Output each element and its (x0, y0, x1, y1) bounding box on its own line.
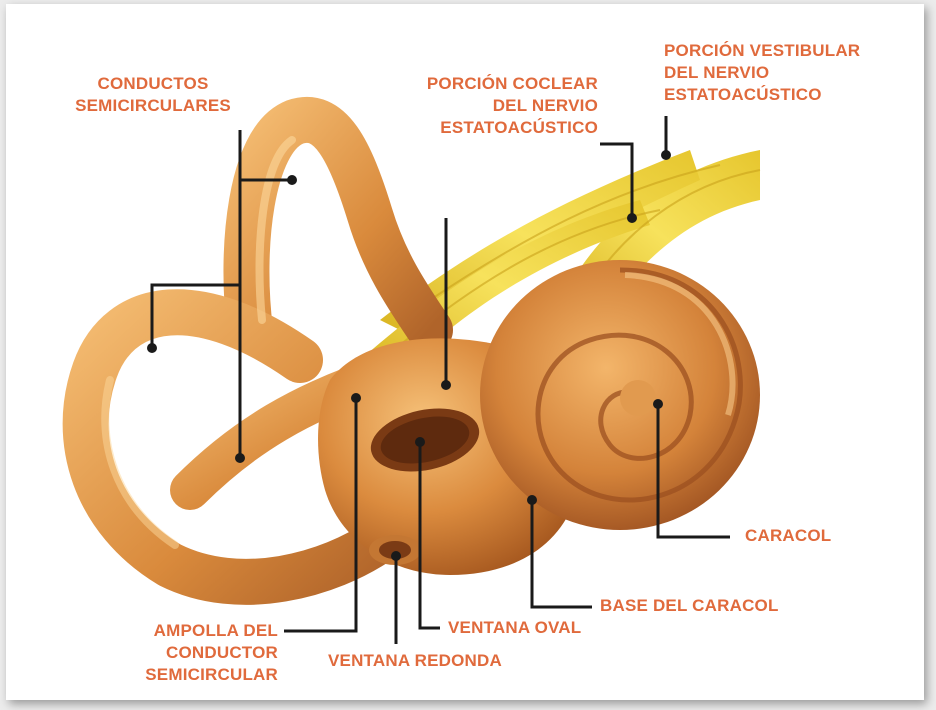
label-conductos-semicirculares: CONDUCTOS SEMICIRCULARES (48, 73, 258, 117)
dot-base-caracol (527, 495, 537, 505)
dot-lateral-canal (235, 453, 245, 463)
label-porcion-vestibular: PORCIÓN VESTIBULAR DEL NERVIO ESTATOACÚS… (664, 40, 919, 106)
label-ampolla: AMPOLLA DEL CONDUCTOR SEMICIRCULAR (100, 620, 278, 686)
dot-posterior-canal (147, 343, 157, 353)
dot-ampolla (351, 393, 361, 403)
label-ventana-redonda: VENTANA REDONDA (328, 650, 568, 672)
dot-vestibular-nerve-top (661, 150, 671, 160)
label-caracol: CARACOL (745, 525, 865, 547)
dot-ventana-redonda (391, 551, 401, 561)
dot-ventana-oval (415, 437, 425, 447)
label-base-del-caracol: BASE DEL CARACOL (600, 595, 840, 617)
dot-vestibular-nerve (627, 213, 637, 223)
dot-caracol (653, 399, 663, 409)
cochlea (480, 260, 760, 530)
dot-cochlear-nerve (441, 380, 451, 390)
label-porcion-coclear: PORCIÓN COCLEAR DEL NERVIO ESTATOACÚSTIC… (360, 73, 598, 139)
dot-superior-canal (287, 175, 297, 185)
label-ventana-oval: VENTANA OVAL (448, 617, 648, 639)
